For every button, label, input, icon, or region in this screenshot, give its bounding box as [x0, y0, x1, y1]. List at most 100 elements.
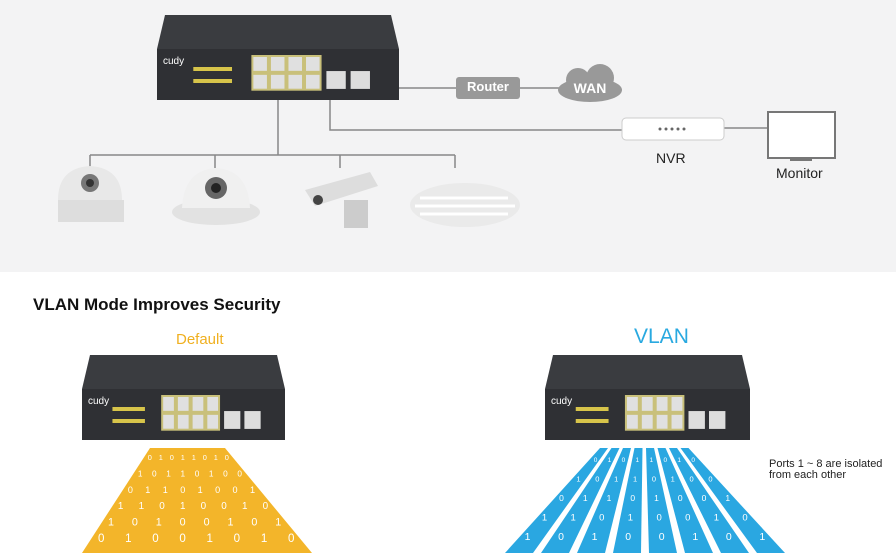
binary-digit: 0 [180, 485, 185, 495]
binary-digit: 1 [725, 493, 730, 503]
monitor-label: Monitor [776, 165, 823, 181]
network-switch: cudy [82, 355, 285, 440]
section-title: VLAN Mode Improves Security [33, 295, 281, 314]
binary-digit: 0 [180, 517, 186, 529]
poe-port [671, 397, 683, 411]
binary-digit: 1 [759, 531, 765, 543]
binary-digit: 1 [628, 513, 633, 524]
binary-digit: 1 [525, 531, 531, 543]
poe-port [288, 74, 303, 89]
binary-digit: 0 [630, 493, 635, 503]
binary-digit: 0 [225, 453, 229, 462]
binary-digit: 0 [233, 485, 238, 495]
poe-port [626, 397, 638, 411]
network-switch: cudy [545, 355, 750, 440]
binary-digit: 1 [192, 453, 196, 462]
vlan-traffic-stripe [541, 448, 620, 553]
poe-port [177, 414, 189, 429]
binary-digit: 0 [98, 533, 104, 545]
poe-port [253, 74, 267, 89]
binary-digit: 0 [663, 457, 667, 464]
binary-digit: 1 [261, 533, 267, 545]
binary-digit: 0 [708, 474, 712, 483]
binary-digit: 1 [166, 470, 171, 479]
binary-digit: 0 [652, 474, 656, 483]
poe-connection-lines [89, 100, 456, 168]
binary-digit: 1 [214, 453, 218, 462]
binary-digit: 1 [242, 501, 248, 512]
binary-digit: 1 [181, 453, 185, 462]
vlan-traffic-stripe [680, 448, 785, 553]
poe-port [253, 57, 267, 71]
binary-digit: 0 [691, 457, 695, 464]
switch-logo: cudy [88, 396, 109, 407]
binary-digit: 1 [118, 501, 124, 512]
binary-digit: 0 [215, 485, 220, 495]
binary-digit: 0 [622, 457, 626, 464]
binary-digit: 0 [702, 493, 707, 503]
poe-port [207, 414, 219, 429]
monitor-icon [767, 111, 836, 161]
access-point-icon [410, 183, 520, 227]
binary-digit: 1 [607, 493, 612, 503]
binary-digit: 0 [659, 531, 665, 543]
binary-digit: 0 [179, 533, 185, 545]
binary-digit: 0 [599, 513, 604, 524]
poe-port [626, 414, 638, 429]
binary-digit: 1 [250, 485, 255, 495]
binary-digit: 0 [148, 453, 152, 462]
binary-digit: 1 [677, 457, 681, 464]
binary-digit: 1 [159, 453, 163, 462]
binary-digit: 0 [204, 517, 210, 529]
vlan-traffic-stripe [657, 448, 713, 553]
isolation-note: Ports 1 ~ 8 are isolated from each other [769, 459, 882, 481]
binary-digit: 1 [636, 457, 640, 464]
poe-port [163, 414, 174, 429]
binary-digit: 0 [152, 470, 157, 479]
binary-digit: 0 [203, 453, 207, 462]
binary-digit: 0 [234, 533, 240, 545]
binary-digit: 0 [690, 474, 694, 483]
vlan-traffic-stripe [613, 448, 643, 553]
binary-digit: 0 [595, 474, 599, 483]
default-label: Default [176, 331, 224, 348]
binary-digit: 0 [152, 533, 158, 545]
binary-digit: 1 [583, 493, 588, 503]
wan-label: WAN [573, 80, 607, 96]
uplink-port [224, 411, 241, 429]
binary-digit: 1 [542, 513, 547, 524]
binary-digit: 1 [156, 517, 162, 529]
binary-digit: 1 [633, 474, 637, 483]
binary-digit: 0 [223, 470, 228, 479]
router-box [456, 77, 520, 99]
binary-digit: 0 [656, 513, 661, 524]
uplink-port [350, 71, 370, 89]
dome-camera-icon [172, 168, 260, 225]
poe-port [641, 397, 653, 411]
binary-digit: 1 [571, 513, 576, 524]
binary-digit: 1 [576, 474, 580, 483]
binary-digit: 0 [170, 453, 174, 462]
poe-port [306, 74, 320, 89]
poe-port [656, 397, 668, 411]
binary-digit: 1 [592, 531, 598, 543]
binary-digit: 0 [678, 493, 683, 503]
vlan-traffic-stripe [646, 448, 677, 553]
poe-port [306, 57, 320, 71]
binary-digit: 1 [614, 474, 618, 483]
nvr-label: NVR [656, 150, 686, 166]
binary-digit: 0 [132, 517, 138, 529]
poe-port [163, 397, 174, 411]
binary-digit: 0 [726, 531, 732, 543]
binary-digit: 0 [625, 531, 631, 543]
binary-digit: 1 [125, 533, 131, 545]
binary-digit: 1 [692, 531, 698, 543]
binary-digit: 1 [145, 485, 150, 495]
binary-digit: 1 [671, 474, 675, 483]
binary-digit: 1 [108, 517, 114, 529]
switch-logo: cudy [163, 56, 184, 67]
default-traffic-beam [82, 448, 312, 553]
bullet-camera-icon [305, 172, 378, 228]
binary-digit: 0 [195, 470, 200, 479]
